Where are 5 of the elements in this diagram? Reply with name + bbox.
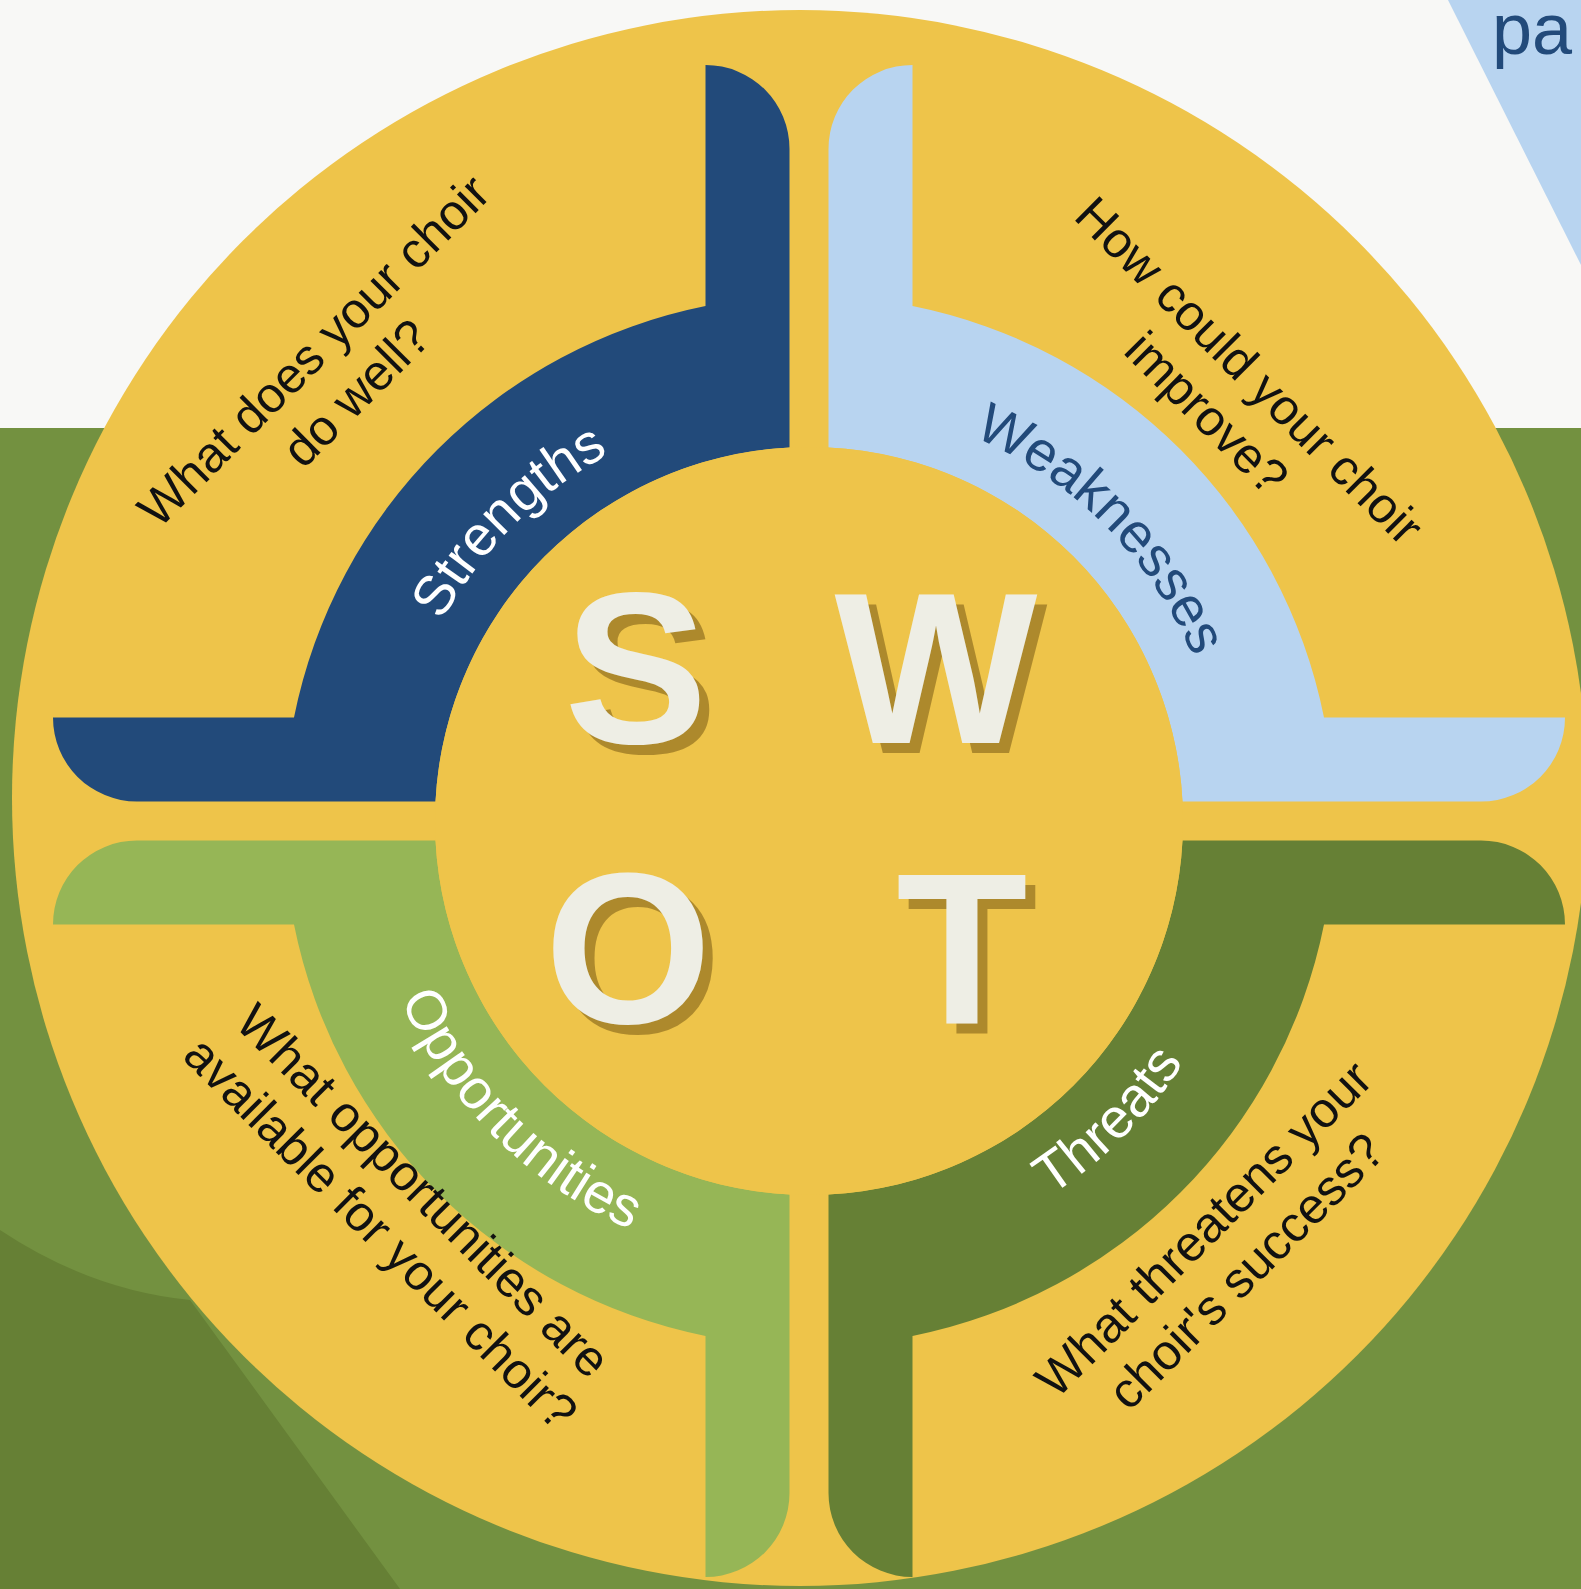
swot-letter: T xyxy=(896,840,1028,1056)
quadrant-band xyxy=(53,65,790,802)
quadrant-band xyxy=(53,840,790,1577)
quadrant-band xyxy=(828,840,1565,1577)
partial-text: pa xyxy=(1492,0,1573,70)
